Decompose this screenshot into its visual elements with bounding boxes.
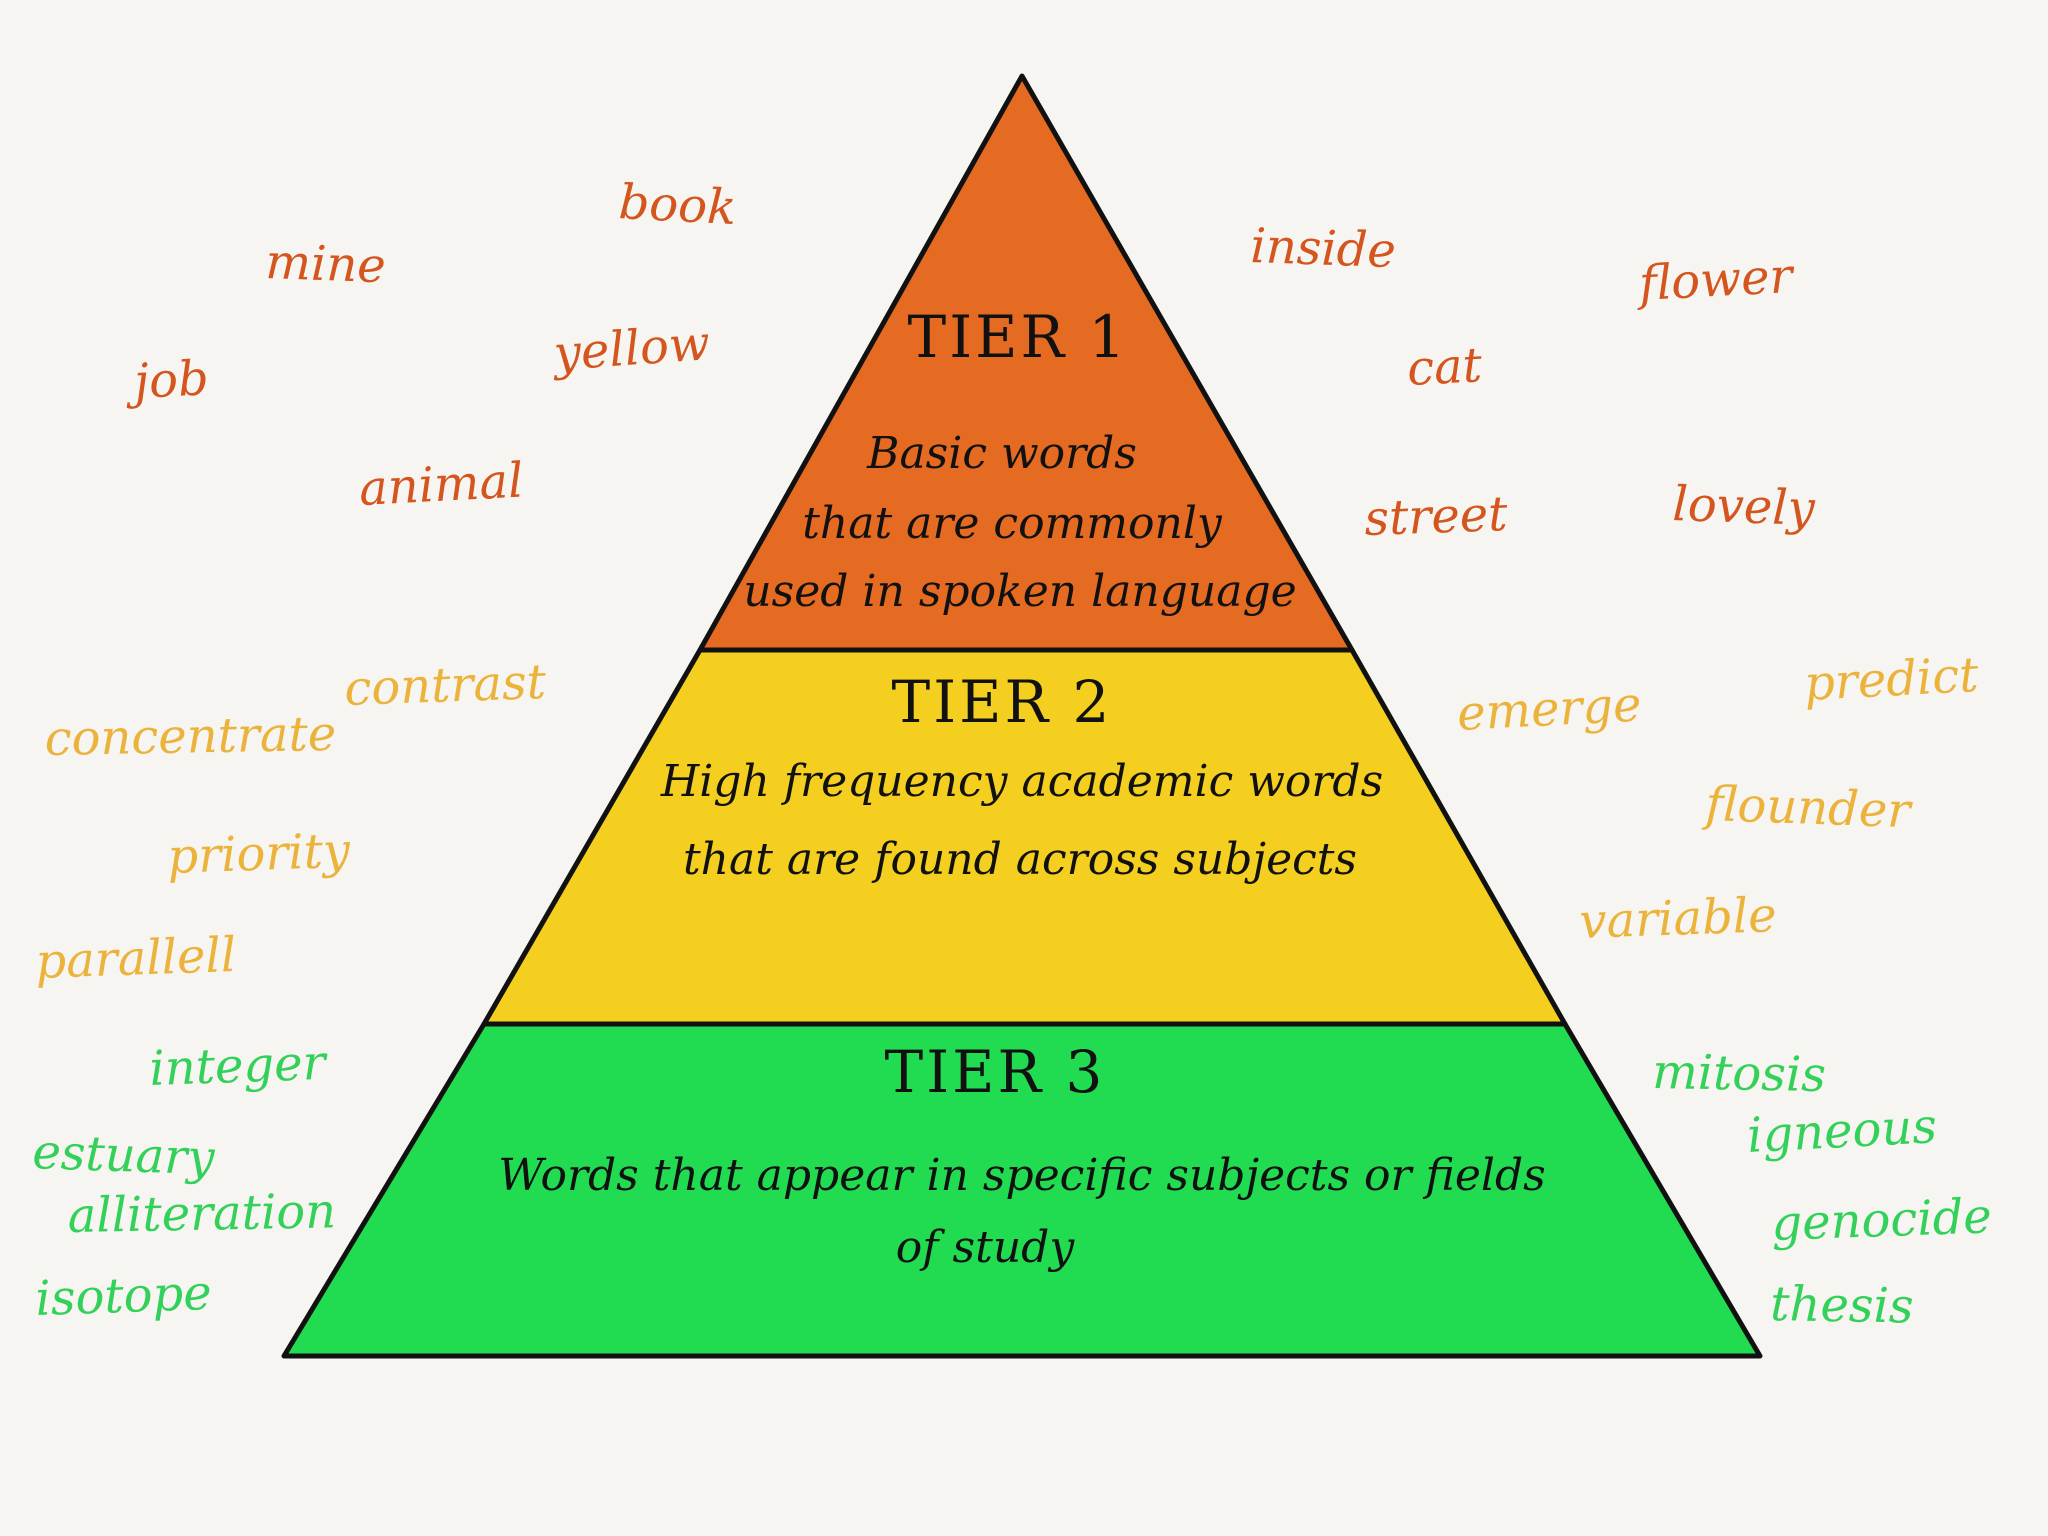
word-priority: priority <box>166 823 351 885</box>
tier-1-description-line-2: that are commonly <box>802 498 1223 549</box>
tier-1-description-line-3: used in spoken language <box>743 566 1296 617</box>
word-integer: integer <box>148 1035 329 1097</box>
word-flounder: flounder <box>1702 776 1915 839</box>
tier-3-description-line-2: of study <box>896 1222 1076 1273</box>
tier-2-description-line-2: that are found across subjects <box>683 834 1357 885</box>
tier-1-heading: TIER 1 <box>908 303 1129 371</box>
word-animal: animal <box>358 452 525 517</box>
word-estuary: estuary <box>32 1124 217 1186</box>
word-lovely: lovely <box>1672 476 1817 537</box>
word-book: book <box>617 174 737 236</box>
tier-3-description-line-1: Words that appear in specific subjects o… <box>498 1150 1546 1201</box>
word-variable: variable <box>1578 887 1777 950</box>
word-street: street <box>1363 486 1509 547</box>
word-thesis: thesis <box>1770 1276 1914 1334</box>
word-mine: mine <box>265 234 387 294</box>
word-cat: cat <box>1406 337 1484 397</box>
word-inside: inside <box>1250 218 1397 279</box>
word-concentrate: concentrate <box>44 706 336 767</box>
word-predict: predict <box>1803 647 1981 712</box>
word-parallell: parallell <box>34 927 237 990</box>
word-contrast: contrast <box>343 654 547 717</box>
tier-3-heading: TIER 3 <box>885 1038 1106 1106</box>
tier-2-example-words: contrast concentrate priority parallell … <box>34 647 1980 990</box>
tier-2-heading: TIER 2 <box>892 668 1113 736</box>
tier-1-description-line-1: Basic words <box>866 428 1137 479</box>
tier-3-example-words: integer estuary alliteration isotope mit… <box>32 1035 1993 1335</box>
word-genocide: genocide <box>1770 1188 1992 1252</box>
word-job: job <box>124 350 210 410</box>
word-yellow: yellow <box>550 315 712 382</box>
word-emerge: emerge <box>1456 676 1643 742</box>
word-isotope: isotope <box>34 1265 212 1327</box>
tier-1-example-words: book mine job yellow animal inside flowe… <box>124 174 1817 547</box>
tier-2-description-line-1: High frequency academic words <box>660 756 1383 807</box>
word-alliteration: alliteration <box>67 1183 336 1244</box>
word-igneous: igneous <box>1746 1098 1939 1164</box>
word-flower: flower <box>1635 248 1797 312</box>
tier-3-section <box>281 1021 1763 1359</box>
word-mitosis: mitosis <box>1652 1044 1827 1103</box>
